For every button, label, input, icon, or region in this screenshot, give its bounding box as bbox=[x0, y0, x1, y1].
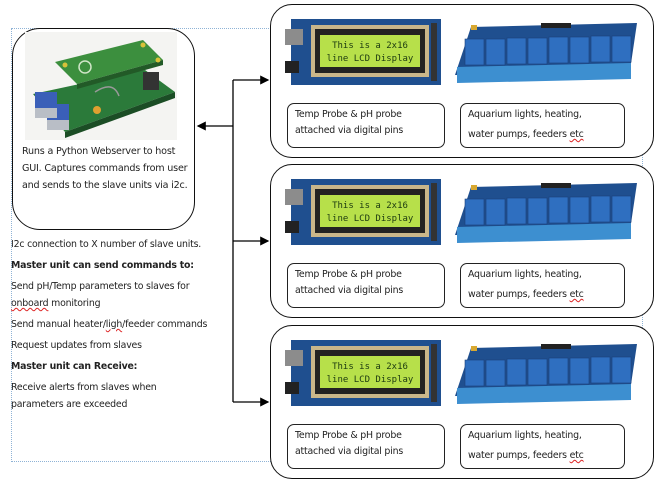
slave-unit-3: This is a 2x16 line LCD Display Temp Pro… bbox=[270, 325, 654, 479]
raspberry-pi-image bbox=[25, 32, 177, 140]
svg-text:line LCD Display: line LCD Display bbox=[327, 375, 414, 385]
master-notes: I2c connection to X number of slave unit… bbox=[11, 236, 211, 417]
outputs-label: Aquarium lights, heating,water pumps, fe… bbox=[460, 103, 625, 148]
relay-board-image bbox=[455, 23, 637, 83]
master-description: Runs a Python Webserver to host GUI. Cap… bbox=[22, 146, 188, 191]
slave-unit-2: This is a 2x16 line LCD Display Temp Pro… bbox=[270, 164, 654, 318]
outputs-label: Aquarium lights, heating,water pumps, fe… bbox=[460, 263, 625, 308]
probe-label: Temp Probe & pH probe attached via digit… bbox=[287, 103, 445, 148]
send-item: Request updates from slaves bbox=[11, 340, 142, 351]
arduino-lcd-image: This is a 2x16 line LCD Display bbox=[285, 179, 441, 245]
svg-text:This is a 2x16: This is a 2x16 bbox=[332, 201, 408, 211]
send-heading: Master unit can send commands to: bbox=[11, 260, 194, 271]
master-unit-box: Runs a Python Webserver to host GUI. Cap… bbox=[12, 28, 195, 230]
probe-label: Temp Probe & pH probe attached via digit… bbox=[287, 424, 445, 469]
outputs-label: Aquarium lights, heating,water pumps, fe… bbox=[460, 424, 625, 469]
relay-board-image bbox=[455, 344, 637, 404]
receive-item: Receive alerts from slaves when paramete… bbox=[11, 382, 157, 410]
svg-text:line LCD Display: line LCD Display bbox=[327, 214, 414, 224]
send-item: Send pH/Temp parameters to slaves for on… bbox=[11, 281, 190, 309]
svg-text:This is a 2x16: This is a 2x16 bbox=[332, 41, 408, 51]
connection-note: I2c connection to X number of slave unit… bbox=[11, 239, 202, 250]
probe-label: Temp Probe & pH probe attached via digit… bbox=[287, 263, 445, 308]
svg-text:This is a 2x16: This is a 2x16 bbox=[332, 362, 408, 372]
slave-unit-1: This is a 2x16 line LCD Display Temp Pro… bbox=[270, 4, 654, 158]
send-item: Send manual heater/ligh/feeder commands bbox=[11, 319, 208, 330]
arduino-lcd-image: This is a 2x16 line LCD Display bbox=[285, 340, 441, 406]
relay-board-image bbox=[455, 183, 637, 243]
arduino-lcd-image: This is a 2x16 line LCD Display bbox=[285, 19, 441, 85]
receive-heading: Master unit can Receive: bbox=[11, 361, 138, 372]
svg-text:line LCD Display: line LCD Display bbox=[327, 54, 414, 64]
